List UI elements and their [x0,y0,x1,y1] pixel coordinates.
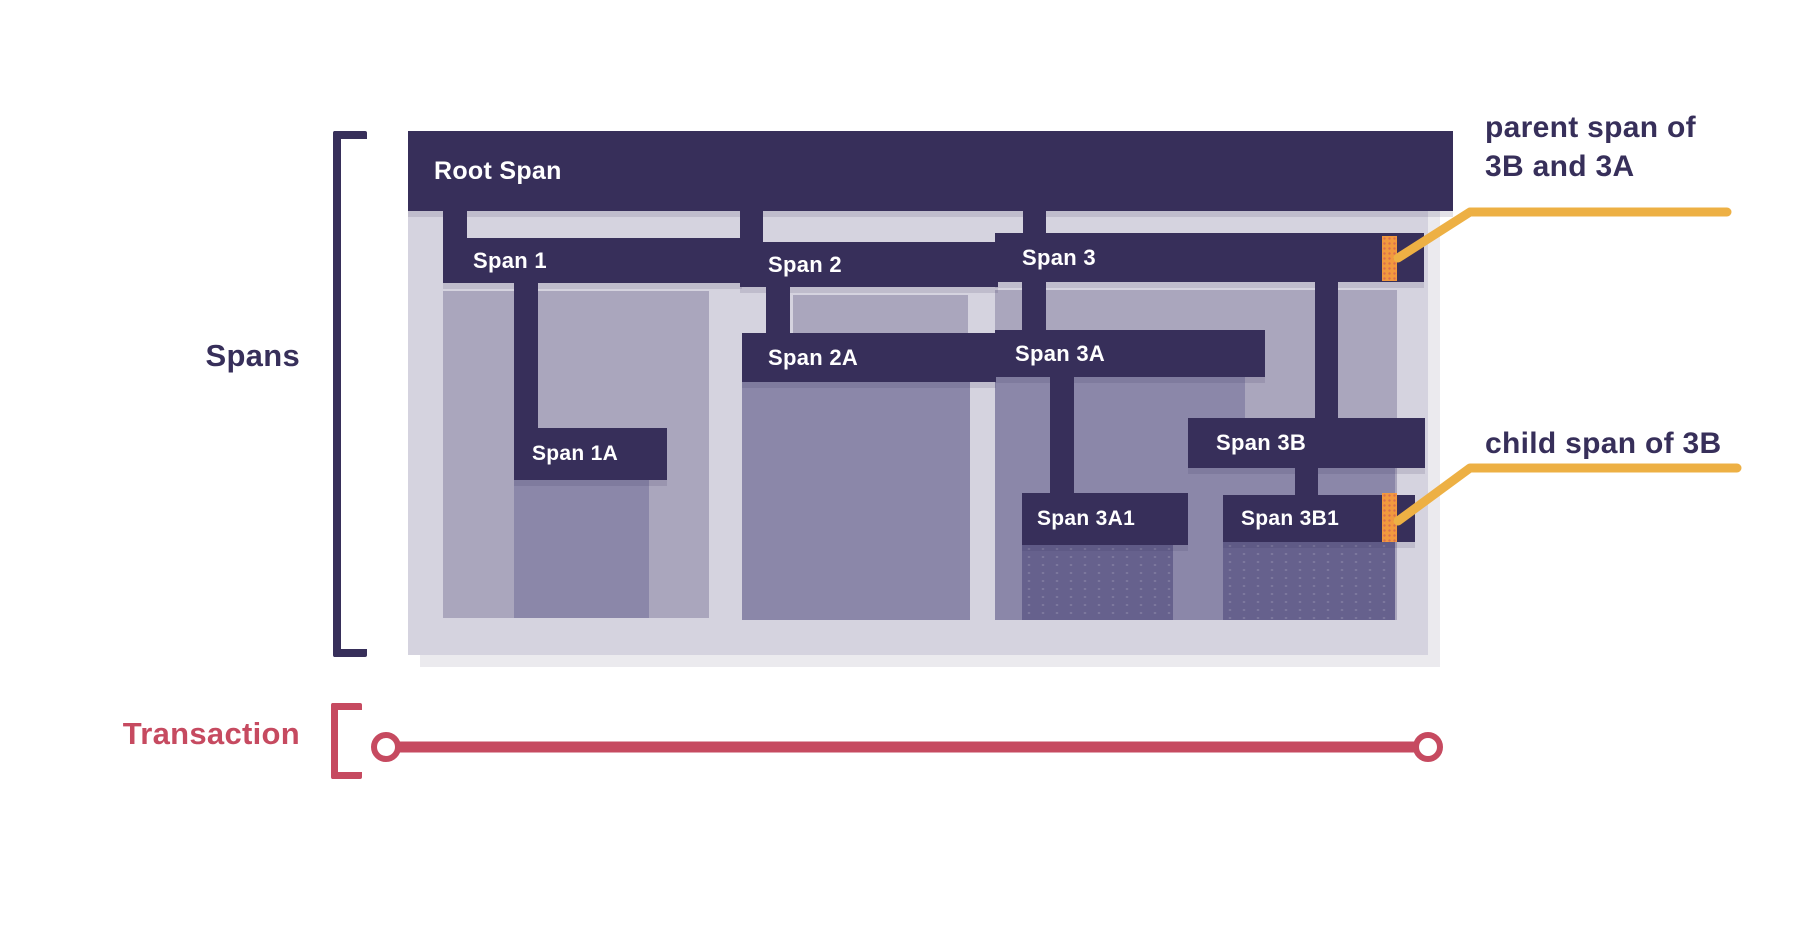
transaction-end-circle [1413,732,1443,762]
connector-span3-to-span3a [1022,280,1046,332]
connector-root-to-span3 [1023,208,1046,235]
span-2a-bar: Span 2A [742,333,996,382]
parent-span-annotation-line2: 3B and 3A [1485,150,1635,183]
child-annotation-leader-line [1393,463,1742,526]
span-3a-label: Span 3A [1015,340,1106,366]
span-2a-duration-bg [742,382,970,620]
spans-side-label: Spans [205,338,300,373]
span-1a-bar: Span 1A [514,428,667,480]
span-3b1-label: Span 3B1 [1241,506,1340,530]
connector-span3b-to-span3b1 [1295,466,1318,497]
child-span-annotation-text: child span of 3B [1485,427,1722,460]
span-2-label: Span 2 [768,251,842,277]
span-1a-duration-bg [514,478,649,618]
span-1-label: Span 1 [473,247,547,273]
parent-span-annotation: parent span of 3B and 3A [1485,108,1696,186]
parent-annotation-leader-line [1393,207,1732,263]
span-2a-label: Span 2A [768,344,859,370]
connector-span3a-to-span3a1 [1050,375,1074,495]
span-3b-label: Span 3B [1216,430,1307,455]
child-span-marker [1382,493,1397,542]
span-3b1-duration-bg [1223,542,1395,620]
parent-span-annotation-line1: parent span of [1485,111,1696,144]
span-2-bar: Span 2 [740,242,998,287]
span-3-label: Span 3 [1022,244,1096,270]
connector-span2-to-span2a [766,285,790,335]
span-3a1-bar: Span 3A1 [1022,493,1188,545]
connector-span3-to-span3b [1315,280,1338,420]
span-3a-bar: Span 3A [995,330,1265,377]
spans-bracket [333,131,367,657]
transaction-bracket [331,703,362,779]
span-3a1-label: Span 3A1 [1037,507,1136,530]
child-span-annotation: child span of 3B [1485,424,1722,463]
connector-root-to-span1 [443,208,467,242]
root-span-label: Root Span [434,156,562,185]
span-1a-label: Span 1A [532,442,619,465]
transaction-start-circle [371,732,401,762]
span-3a1-duration-bg [1022,545,1173,620]
connector-span1-to-span1a [514,280,538,430]
parent-span-marker [1382,236,1397,281]
root-span-bar: Root Span [408,131,1453,211]
transaction-side-label: Transaction [122,716,300,751]
span-3b-bar: Span 3B [1188,418,1425,468]
span-3-bar: Span 3 [995,233,1424,282]
span-1-bar: Span 1 [443,238,742,283]
connector-root-to-span2 [740,208,763,244]
